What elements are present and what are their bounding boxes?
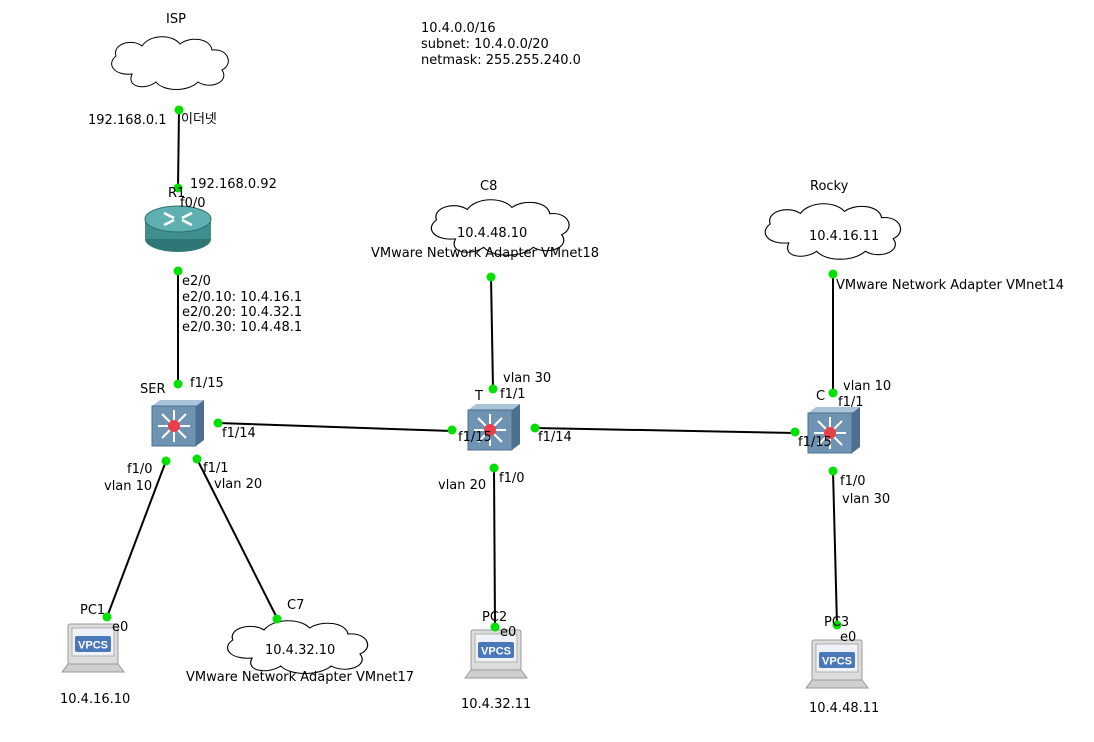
- port-dot-t-f114: [530, 423, 540, 433]
- port-dot-c-f10: [828, 466, 838, 476]
- port-dot-rocky: [828, 269, 838, 279]
- c-f115-label: f1/15: [798, 435, 832, 450]
- port-dot-r1-e20: [173, 266, 183, 276]
- pc1-ip: 10.4.16.10: [60, 692, 131, 707]
- pc3-name: PC3: [824, 615, 850, 630]
- c-f10-label: f1/0: [840, 474, 866, 489]
- isp-name: ISP: [166, 12, 186, 27]
- port-dot-ser-f114: [213, 418, 223, 428]
- vpcs-pc1[interactable]: VPCS: [61, 623, 125, 673]
- c7-name: C7: [287, 598, 305, 613]
- ser-vlan20-label: vlan 20: [214, 477, 263, 492]
- pc1-badge: VPCS: [78, 640, 108, 652]
- port-dot-c-f115: [790, 427, 800, 437]
- pc3-badge: VPCS: [822, 656, 852, 668]
- port-dot-t-f10: [489, 463, 499, 473]
- pc2-name: PC2: [482, 610, 508, 625]
- pc2-ip: 10.4.32.11: [461, 697, 532, 712]
- ser-vlan10-label: vlan 10: [104, 479, 153, 494]
- vpcs-pc3[interactable]: VPCS: [805, 639, 869, 689]
- link-t-pc2: [493, 467, 496, 627]
- link-t-c: [534, 427, 796, 434]
- c8-name: C8: [480, 179, 498, 194]
- pc2-badge: VPCS: [481, 646, 511, 658]
- r1-ip-label: 192.168.0.92: [190, 177, 277, 192]
- ser-f115-label: f1/15: [190, 376, 224, 391]
- r1-e20-label: e2/0: [182, 274, 211, 289]
- link-ser-t: [217, 422, 453, 432]
- c-vlan30-label: vlan 30: [842, 492, 891, 507]
- port-dot-c8: [486, 272, 496, 282]
- pc1-e0-label: e0: [112, 620, 129, 635]
- port-dot-t-f115: [447, 425, 457, 435]
- c-f11-label: f1/1: [838, 395, 864, 410]
- port-dots: [102, 105, 842, 632]
- t-f11-label: f1/1: [500, 387, 526, 402]
- link-ser-c7: [196, 458, 278, 619]
- isp-port-label: 이더넷: [181, 112, 217, 127]
- switch-t[interactable]: [467, 404, 520, 451]
- pc1-name: PC1: [80, 603, 106, 618]
- r1-name: R1: [168, 186, 186, 201]
- note-line-subnet: subnet: 10.4.0.0/20: [421, 37, 549, 52]
- r1-sub30-label: e2/0.30: 10.4.48.1: [182, 320, 303, 335]
- t-vlan20-label: vlan 20: [438, 478, 487, 493]
- router-r1[interactable]: [144, 205, 212, 252]
- switch-c[interactable]: [807, 407, 860, 454]
- r1-f00-label: f0/0: [180, 196, 206, 211]
- c7-adapter: VMware Network Adapter VMnet17: [186, 670, 415, 685]
- port-dot-ser-f11: [192, 454, 202, 464]
- ser-f10-label: f1/0: [127, 462, 153, 477]
- t-f114-label: f1/14: [538, 430, 572, 445]
- t-f115-label: f1/15: [458, 430, 492, 445]
- port-dot-ser-f10: [161, 456, 171, 466]
- c-vlan10-label: vlan 10: [843, 379, 892, 394]
- port-dot-t-f11: [488, 384, 498, 394]
- isp-cloud[interactable]: [111, 36, 229, 90]
- link-c8-t: [490, 275, 494, 390]
- port-dot-pc3: [832, 620, 842, 630]
- vpcs-pc2[interactable]: VPCS: [464, 629, 528, 679]
- port-dot-isp: [174, 105, 184, 115]
- note-line-network: 10.4.0.0/16: [421, 21, 496, 36]
- r1-sub10-label: e2/0.10: 10.4.16.1: [182, 290, 303, 305]
- switch-ser[interactable]: [151, 400, 204, 447]
- c8-adapter: VMware Network Adapter VMnet18: [371, 246, 600, 261]
- port-dot-c-f11: [828, 388, 838, 398]
- port-dot-pc1: [102, 612, 112, 622]
- c-name: C: [816, 389, 826, 404]
- c8-ip: 10.4.48.10: [457, 226, 528, 241]
- pc3-e0-label: e0: [840, 630, 857, 645]
- link-isp-r1: [177, 109, 180, 189]
- ser-f11-label: f1/1: [203, 461, 229, 476]
- rocky-adapter: VMware Network Adapter VMnet14: [836, 278, 1065, 293]
- port-dot-ser-f115: [173, 379, 183, 389]
- port-dot-r1-f00: [173, 183, 183, 193]
- t-name: T: [475, 389, 483, 404]
- t-vlan30-label: vlan 30: [503, 371, 552, 386]
- c7-ip: 10.4.32.10: [265, 643, 336, 658]
- ser-name: SER: [140, 382, 166, 397]
- network-note: 10.4.0.0/16 subnet: 10.4.0.0/20 netmask:…: [421, 21, 581, 69]
- pc3-ip: 10.4.48.11: [809, 701, 880, 716]
- port-dot-c7: [272, 614, 282, 624]
- rocky-name: Rocky: [810, 179, 849, 194]
- rocky-ip: 10.4.16.11: [809, 229, 880, 244]
- links: [106, 109, 838, 627]
- t-f10-label: f1/0: [499, 471, 525, 486]
- port-dot-pc2: [490, 622, 500, 632]
- link-ser-pc1: [106, 460, 167, 618]
- isp-ip-label: 192.168.0.1: [88, 113, 167, 128]
- pc2-e0-label: e0: [500, 625, 517, 640]
- r1-sub20-label: e2/0.20: 10.4.32.1: [182, 305, 303, 320]
- ser-f114-label: f1/14: [222, 426, 256, 441]
- note-line-netmask: netmask: 255.255.240.0: [421, 53, 581, 68]
- link-c-pc3: [832, 470, 838, 626]
